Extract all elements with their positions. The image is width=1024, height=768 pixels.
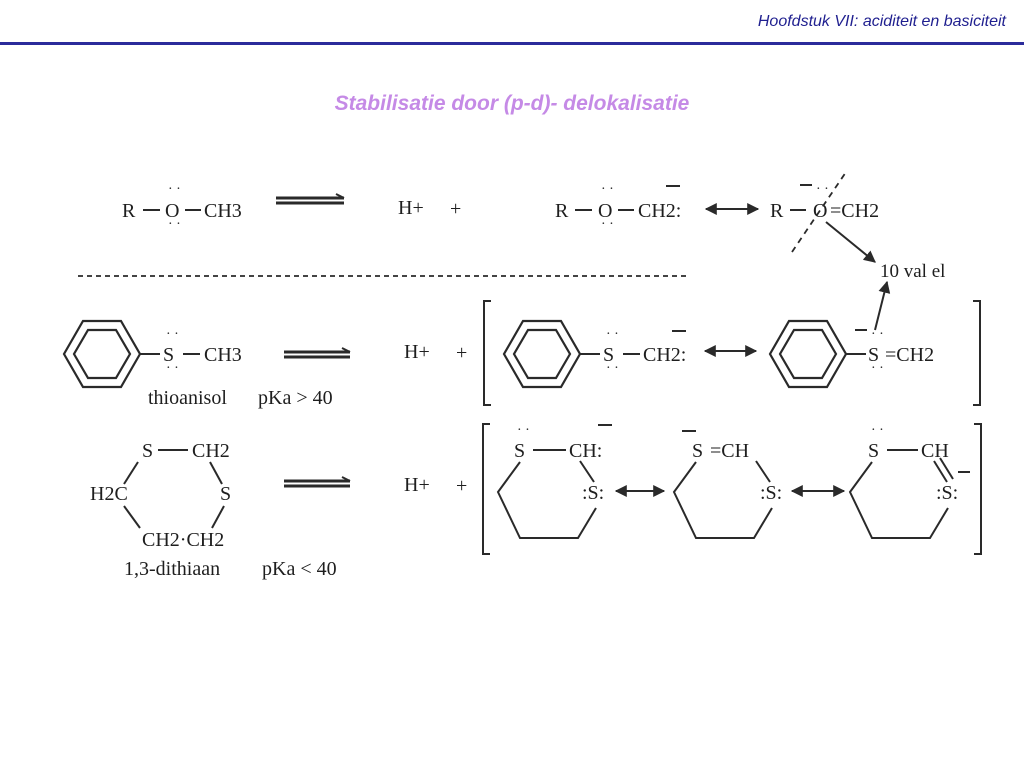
row3-reactant: S CH2 H2C S CH2·CH2	[90, 440, 231, 551]
slide-title: Stabilisatie door (p-d)- delokalisatie	[334, 92, 690, 115]
row2-anion-a-group: CH2:	[643, 344, 686, 366]
row1-anion-a: R O · · · · CH2:	[555, 182, 681, 232]
row1-reactant: R O · · · · CH3	[122, 182, 242, 232]
bracket-left	[483, 300, 491, 406]
row2-anion-a: S · · · · CH2:	[502, 319, 686, 389]
row3-ch2-bottom: CH2·CH2	[142, 529, 224, 551]
row3-anion-c-ch: CH	[921, 440, 949, 462]
bond	[579, 460, 595, 483]
row1-anion-b: R O · · =CH2	[770, 171, 879, 253]
bracket-right	[974, 423, 982, 555]
row3-anion-c: S · · CH :S:	[848, 423, 970, 539]
benzene-ring	[502, 319, 582, 389]
bond	[209, 461, 223, 485]
lone-pair: · ·	[168, 217, 181, 232]
row3-anion-b: S =CH :S:	[672, 430, 782, 539]
ring-chain	[496, 461, 597, 539]
bond	[755, 460, 771, 483]
benzene-ring	[62, 319, 142, 389]
lone-pair: · ·	[168, 182, 181, 197]
row2-anion-b-group: =CH2	[885, 344, 934, 366]
row2-anion-b-s: S	[868, 344, 879, 366]
lone-pair: · ·	[871, 423, 884, 438]
row3-ch2-top: CH2	[192, 440, 230, 462]
row3-anion-a-ch: CH:	[569, 440, 602, 462]
row1-anion-b-r: R	[770, 200, 784, 222]
bracket-left	[482, 423, 490, 555]
row2-plus: +	[456, 342, 467, 364]
header-rule	[0, 42, 1024, 45]
row3-pka: pKa < 40	[262, 558, 337, 580]
ring-chain	[848, 461, 949, 539]
bond	[211, 505, 225, 529]
lone-pair: · ·	[517, 423, 530, 438]
row1-anion-a-o: O	[598, 200, 612, 222]
benzene-ring	[768, 319, 848, 389]
row2-name: thioanisol	[148, 387, 227, 409]
row1-r-label: R	[122, 200, 136, 222]
row1-anion-a-group: CH2:	[638, 200, 681, 222]
annotation-arrow-down	[825, 221, 876, 263]
double-bond	[939, 457, 954, 480]
lone-pair: · ·	[166, 361, 179, 376]
row2-anion-a-s: S	[603, 344, 614, 366]
row2-anion-b: S · · · · =CH2	[768, 319, 934, 389]
equilibrium-arrow-2	[284, 347, 351, 359]
lone-pair: · ·	[166, 327, 179, 342]
row1-anion-b-group: =CH2	[830, 200, 879, 222]
row3-anion-a: S · · CH: :S:	[496, 423, 612, 539]
row3-anion-a-s: S	[514, 440, 525, 462]
bond	[123, 461, 139, 485]
row3-h2c: H2C	[90, 483, 128, 505]
lone-pair: · ·	[601, 217, 614, 232]
lone-pair: · ·	[871, 327, 884, 342]
row1-o-label: O	[165, 200, 179, 222]
row3-name: 1,3-dithiaan	[124, 558, 220, 580]
lone-pair: · ·	[606, 327, 619, 342]
row3-plus: +	[456, 475, 467, 497]
lone-pair: · ·	[606, 361, 619, 376]
lone-pair: · ·	[816, 182, 829, 197]
annotation-10-val-el: 10 val el	[880, 261, 945, 282]
row3-anion-a-s2: :S:	[582, 482, 604, 504]
row3-s-right: S	[220, 483, 231, 505]
ring-chain	[672, 461, 773, 539]
crossed-out-mark	[791, 171, 847, 253]
row2-reactant: S · · · · CH3	[62, 319, 242, 389]
row1-plus: +	[450, 198, 461, 220]
lone-pair: · ·	[871, 361, 884, 376]
equilibrium-arrow-1	[276, 193, 345, 205]
row1-ch3-label: CH3	[204, 200, 242, 222]
bond	[123, 505, 141, 529]
row3-anion-b-s2: :S:	[760, 482, 782, 504]
double-bond	[933, 460, 948, 483]
equilibrium-arrow-3	[284, 476, 351, 488]
row2-s-label: S	[163, 344, 174, 366]
row3-anion-b-s: S	[692, 440, 703, 462]
row1-anion-a-r: R	[555, 200, 569, 222]
row3-anion-c-s2: :S:	[936, 482, 958, 504]
row2-pka: pKa > 40	[258, 387, 333, 409]
row1-proton: H+	[398, 197, 424, 219]
row3-anion-b-ch: =CH	[710, 440, 749, 462]
row3-anion-c-s: S	[868, 440, 879, 462]
header-title: Hoofdstuk VII: aciditeit en basiciteit	[757, 13, 1006, 30]
annotation-arrow-up	[874, 280, 891, 331]
row3-proton: H+	[404, 474, 430, 496]
row2-proton: H+	[404, 341, 430, 363]
lone-pair: · ·	[601, 182, 614, 197]
row3-s-top: S	[142, 440, 153, 462]
bracket-right	[973, 300, 981, 406]
row2-ch3-label: CH3	[204, 344, 242, 366]
